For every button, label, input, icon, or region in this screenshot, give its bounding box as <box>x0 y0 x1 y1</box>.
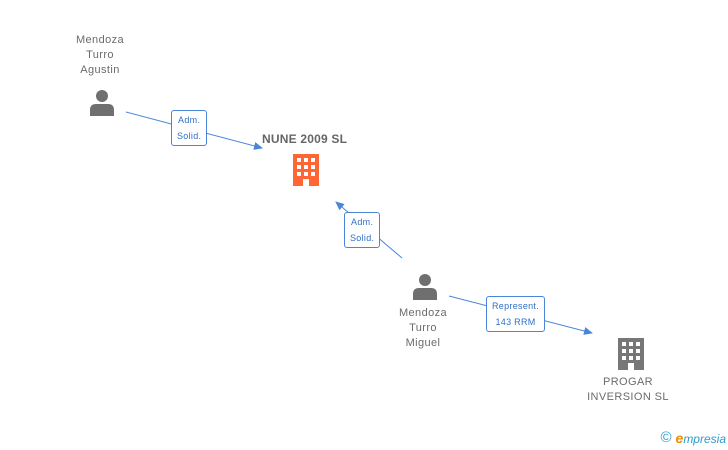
footer-brand: © empresia <box>660 429 726 446</box>
person-agustin-name-line: Turro <box>86 49 114 61</box>
edge-label-line: Adm. <box>178 115 201 125</box>
company-progar-name[interactable]: PROGAR INVERSION SL <box>582 375 674 405</box>
company-progar-name-line: INVERSION SL <box>587 391 669 403</box>
building-icon[interactable] <box>616 336 648 372</box>
brand-logo: empresia <box>676 430 726 446</box>
person-agustin-name-line: Mendoza <box>75 34 125 46</box>
person-agustin-name-line: Agustin <box>80 64 120 76</box>
person-agustin-icon[interactable] <box>88 88 116 116</box>
brand-initial: e <box>675 429 684 446</box>
person-miguel-name-line: Turro <box>409 322 437 334</box>
edge-label-line: Adm. <box>351 217 374 227</box>
edge-label-miguel-nune[interactable]: Adm. Solid. <box>344 212 381 248</box>
brand-name: mpresia <box>683 431 726 446</box>
copyright-icon: © <box>660 429 672 446</box>
person-miguel-name[interactable]: Mendoza Turro Miguel <box>383 306 463 351</box>
edge-label-line: 143 RRM <box>495 317 536 327</box>
company-progar-name-line: PROGAR <box>602 376 654 388</box>
person-agustin-name[interactable]: Mendoza Turro Agustin <box>60 33 140 78</box>
person-miguel-name-line: Mendoza <box>398 307 448 319</box>
edge-label-line: Represent. <box>492 301 540 311</box>
edge-label-miguel-progar[interactable]: Represent. 143 RRM <box>486 296 546 332</box>
edge-label-line: Solid. <box>177 131 202 141</box>
person-miguel-name-line: Miguel <box>405 337 441 349</box>
building-icon[interactable] <box>291 152 323 188</box>
edge-label-agustin-nune[interactable]: Adm. Solid. <box>171 110 208 146</box>
company-nune-title[interactable]: NUNE 2009 SL <box>262 132 348 146</box>
edge-label-line: Solid. <box>350 233 375 243</box>
person-miguel-icon[interactable] <box>411 272 439 300</box>
